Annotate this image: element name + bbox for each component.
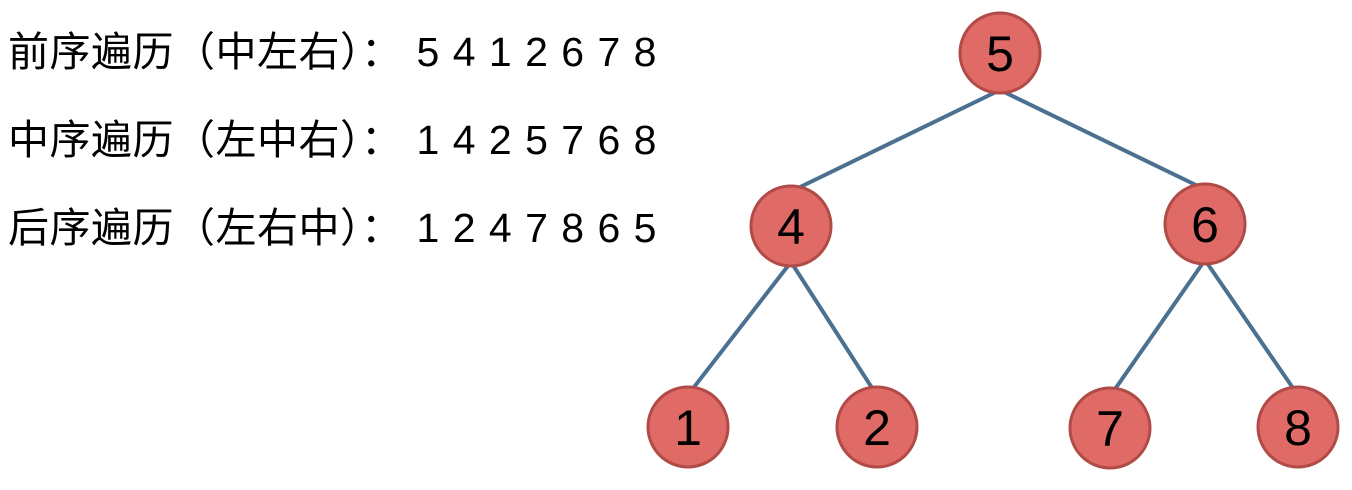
traversal-label-postorder: 后序遍历（左右中）： <box>8 205 403 251</box>
tree-edge-4-1 <box>689 260 793 393</box>
tree-node-circle-8 <box>1256 385 1340 469</box>
tree-edge-4-2 <box>789 260 876 393</box>
tree-edge-6-7 <box>1111 258 1207 394</box>
tree-node-label-7: 7 <box>1096 401 1124 457</box>
traversal-sequence-postorder: 1 2 4 7 8 6 5 <box>416 205 658 251</box>
tree-node-label-4: 4 <box>777 199 805 255</box>
traversal-line-preorder: 前序遍历（中左右）： 5 4 1 2 6 7 8 <box>8 30 657 74</box>
traversal-label-preorder: 前序遍历（中左右）： <box>8 29 403 75</box>
tree-node-label-1: 1 <box>674 400 702 456</box>
traversal-line-inorder: 中序遍历（左中右）： 1 4 2 5 7 6 8 <box>8 118 657 162</box>
tree-node-circle-5 <box>958 11 1042 95</box>
tree-node-circle-7 <box>1068 386 1152 470</box>
tree-node-label-8: 8 <box>1284 400 1312 456</box>
tree-edge-5-4 <box>792 88 1002 192</box>
tree-node-circle-2 <box>835 385 919 469</box>
tree-node-circle-4 <box>749 184 833 268</box>
tree-node-circle-6 <box>1163 182 1247 266</box>
tree-node-label-2: 2 <box>863 400 891 456</box>
tree-node-label-6: 6 <box>1191 197 1219 253</box>
tree-node-circle-1 <box>646 385 730 469</box>
tree-node-label-5: 5 <box>986 26 1014 82</box>
traversal-sequence-preorder: 5 4 1 2 6 7 8 <box>416 29 658 75</box>
traversal-label-inorder: 中序遍历（左中右）： <box>8 117 403 163</box>
traversal-line-postorder: 后序遍历（左右中）： 1 2 4 7 8 6 5 <box>8 206 657 250</box>
traversal-sequence-inorder: 1 4 2 5 7 6 8 <box>416 117 658 163</box>
tree-edge-5-6 <box>998 88 1204 190</box>
tree-edge-6-8 <box>1203 258 1297 393</box>
